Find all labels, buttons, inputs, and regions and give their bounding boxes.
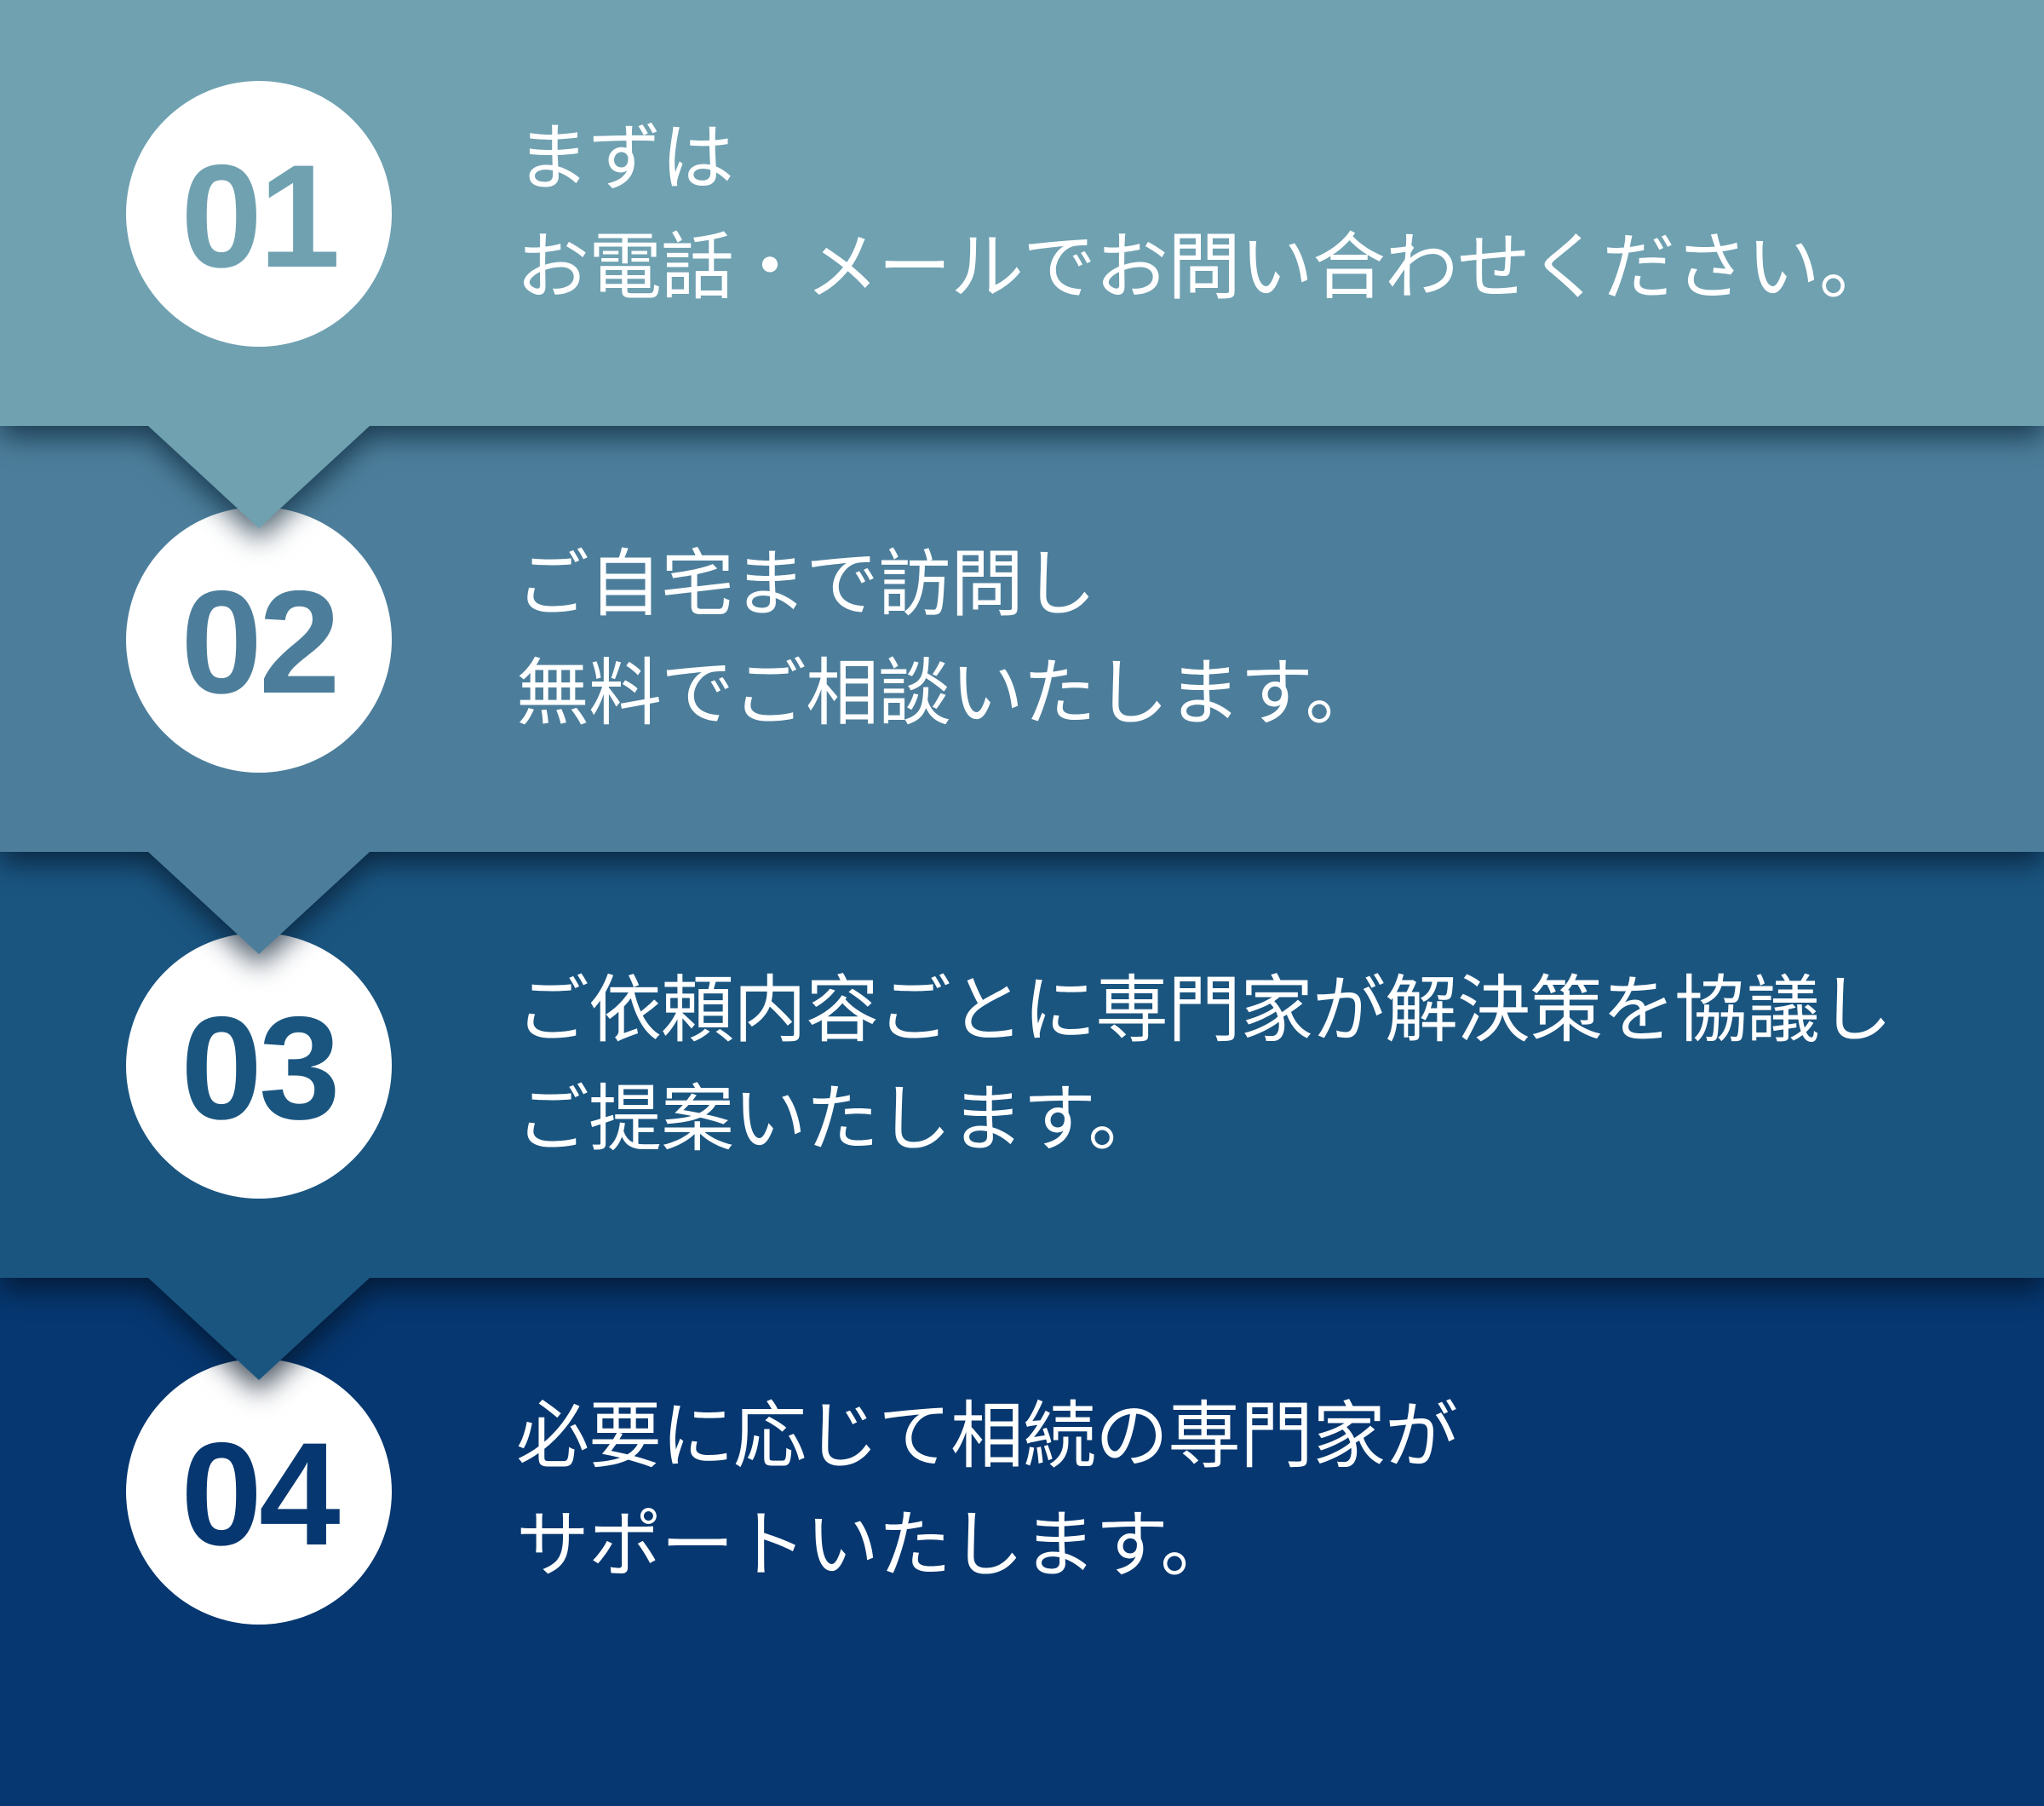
step-4-number-badge: 04 [126,1359,392,1625]
step-3-description: ご依頼内容ごとに専門家が解決策を協議し ご提案いたします。 [516,852,2015,1278]
step-3-line-1: ご依頼内容ごとに専門家が解決策を協議し [516,968,1892,1053]
step-1: 01 まずは お電話・メールでお問い合わせください。 [0,0,2044,528]
step-1-number-badge: 01 [126,81,392,347]
step-1-number: 01 [181,135,340,298]
step-4-line-2: サポートいたします。 [516,1503,1233,1588]
step-4-line-1: 必要に応じて相続の専門家が [516,1394,1458,1479]
step-1-line-1: まずは [516,116,734,201]
step-2-band-with-pointer [0,426,2044,954]
step-4-description: 必要に応じて相続の専門家が サポートいたします。 [516,1278,2015,1704]
step-2-background [0,426,2044,954]
step-2-line-2: 無料でご相談いたします。 [516,651,1378,736]
step-2-number: 02 [181,561,340,724]
step-3: 03 ご依頼内容ごとに専門家が解決策を協議し ご提案いたします。 [0,852,2044,1380]
step-2-number-badge: 02 [126,507,392,773]
step-3-number-badge: 03 [126,933,392,1199]
step-2-description: ご自宅まで訪問し 無料でご相談いたします。 [516,426,2015,852]
step-3-number: 03 [181,986,340,1150]
step-2: 02 ご自宅まで訪問し 無料でご相談いたします。 [0,426,2044,954]
step-2-line-1: ご自宅まで訪問し [516,542,1096,627]
step-3-band-with-pointer [0,852,2044,1380]
down-arrow-triangle-icon [0,852,2044,1380]
down-arrow-triangle-icon [0,426,2044,954]
step-3-line-2: ご提案いたします。 [516,1077,1161,1162]
step-1-band-with-pointer [0,0,2044,528]
step-1-background [0,0,2044,528]
step-1-description: まずは お電話・メールでお問い合わせください。 [516,0,2015,426]
down-arrow-triangle-icon [0,0,2044,528]
step-1-line-2: お電話・メールでお問い合わせください。 [516,225,1892,310]
step-4-number: 04 [181,1412,340,1576]
step-3-background [0,852,2044,1380]
step-4: 04 必要に応じて相続の専門家が サポートいたします。 [0,1278,2044,1704]
